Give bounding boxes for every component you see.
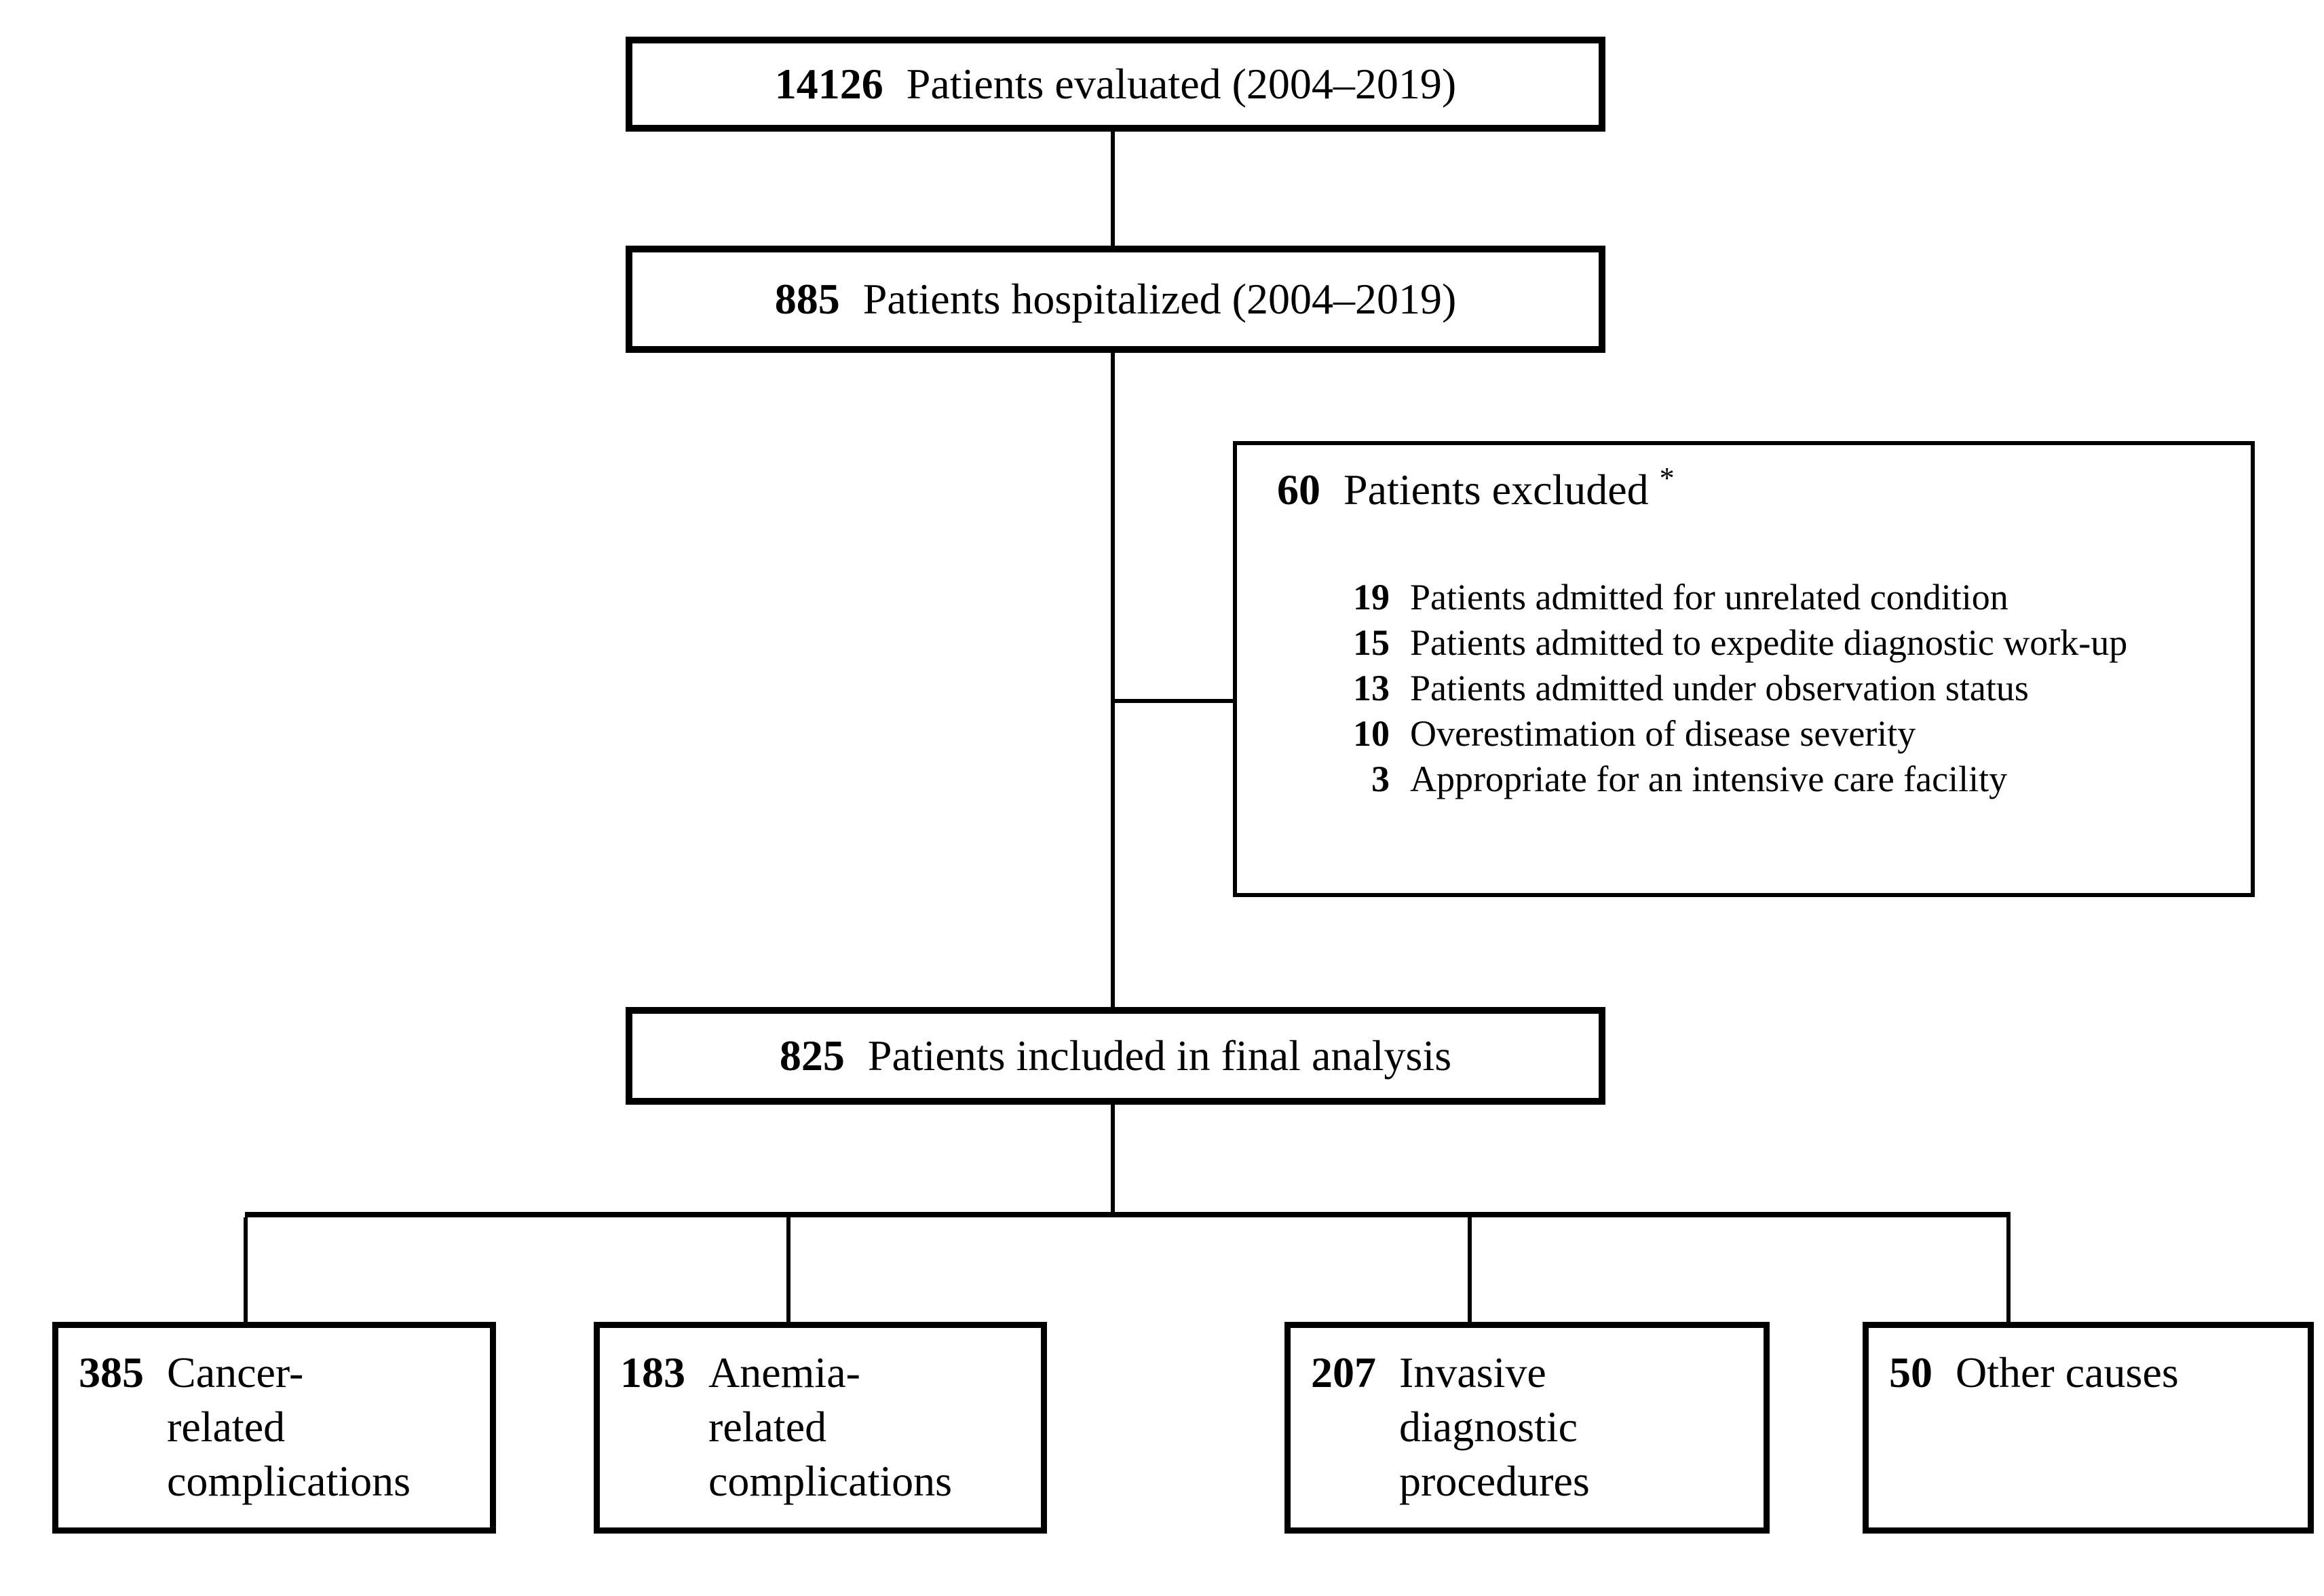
outcome-line: Invasive: [1399, 1348, 1546, 1396]
reason-label: Patients admitted to expedite diagnostic…: [1410, 622, 2128, 663]
outcome-line: diagnostic: [1399, 1403, 1578, 1451]
connector-included-to-rail: [1111, 1105, 1115, 1212]
drop-other: [2006, 1217, 2011, 1322]
drop-invasive: [1468, 1217, 1472, 1322]
outcome-line: related: [708, 1403, 827, 1451]
outcome-label: Other causes: [1956, 1346, 2179, 1400]
outcome-line: Other causes: [1956, 1348, 2179, 1396]
box-patients-excluded: 60 Patients excluded * 19 Patients admit…: [1233, 441, 2255, 897]
reason-label: Appropriate for an intensive care facili…: [1410, 759, 2008, 799]
box-patients-hospitalized: 885 Patients hospitalized (2004–2019): [626, 246, 1605, 353]
excluded-label: Patients excluded: [1344, 466, 1649, 514]
reason-count: 13: [1353, 668, 1390, 708]
hospitalized-label: Patients hospitalized (2004–2019): [862, 275, 1457, 323]
evaluated-count: 14126: [774, 60, 883, 108]
reason-label: Patients admitted for unrelated conditio…: [1410, 577, 2008, 618]
reason-label: Overestimation of disease severity: [1410, 713, 1916, 754]
reason-count: 10: [1353, 713, 1390, 754]
excluded-title: 60 Patients excluded *: [1277, 461, 2251, 518]
drop-anemia: [786, 1217, 790, 1322]
excluded-reason-row: 13 Patients admitted under observation s…: [1237, 666, 2251, 711]
excluded-reason-row: 19 Patients admitted for unrelated condi…: [1237, 575, 2251, 620]
box-patients-included: 825 Patients included in final analysis: [626, 1007, 1605, 1105]
outcome-line: related: [167, 1403, 286, 1451]
outcome-count: 385: [79, 1348, 144, 1396]
reason-count: 3: [1371, 759, 1390, 799]
outcome-label: Invasive diagnostic procedures: [1399, 1346, 1590, 1508]
box-anemia-related: 183 Anemia- related complications: [594, 1322, 1047, 1534]
outcome-count: 183: [620, 1348, 685, 1396]
reason-label: Patients admitted under observation stat…: [1410, 668, 2029, 708]
outcome-count: 50: [1889, 1348, 1932, 1396]
outcome-line: Cancer-: [167, 1348, 304, 1396]
outcome-line: complications: [708, 1457, 953, 1505]
outcome-line: Anemia-: [708, 1348, 860, 1396]
outcome-line: complications: [167, 1457, 411, 1505]
included-label: Patients included in final analysis: [867, 1031, 1452, 1080]
reason-count: 19: [1353, 577, 1390, 618]
connector-evaluated-to-hospitalized: [1111, 132, 1115, 246]
outcome-line: procedures: [1399, 1457, 1590, 1505]
connector-trunk-to-excluded: [1115, 699, 1236, 703]
hospitalized-count: 885: [774, 275, 840, 323]
excluded-reasons-list: 19 Patients admitted for unrelated condi…: [1237, 575, 2251, 802]
rail-outcomes: [245, 1212, 2011, 1217]
box-cancer-related: 385 Cancer- related complications: [52, 1322, 496, 1534]
outcome-count: 207: [1311, 1348, 1376, 1396]
included-count: 825: [779, 1031, 845, 1080]
excluded-reason-row: 15 Patients admitted to expedite diagnos…: [1237, 620, 2251, 666]
drop-cancer: [244, 1217, 248, 1322]
excluded-asterisk: *: [1659, 461, 1675, 495]
excluded-reason-row: 10 Overestimation of disease severity: [1237, 711, 2251, 757]
outcome-label: Cancer- related complications: [167, 1346, 411, 1508]
outcome-label: Anemia- related complications: [708, 1346, 952, 1508]
evaluated-label: Patients evaluated (2004–2019): [906, 60, 1457, 108]
box-invasive-procedures: 207 Invasive diagnostic procedures: [1284, 1322, 1770, 1534]
reason-count: 15: [1353, 622, 1390, 663]
connector-hospitalized-to-included: [1111, 353, 1115, 1007]
excluded-count: 60: [1277, 466, 1320, 514]
box-other-causes: 50 Other causes: [1863, 1322, 2314, 1534]
excluded-reason-row: 3 Appropriate for an intensive care faci…: [1237, 757, 2251, 802]
box-patients-evaluated: 14126 Patients evaluated (2004–2019): [626, 37, 1605, 132]
